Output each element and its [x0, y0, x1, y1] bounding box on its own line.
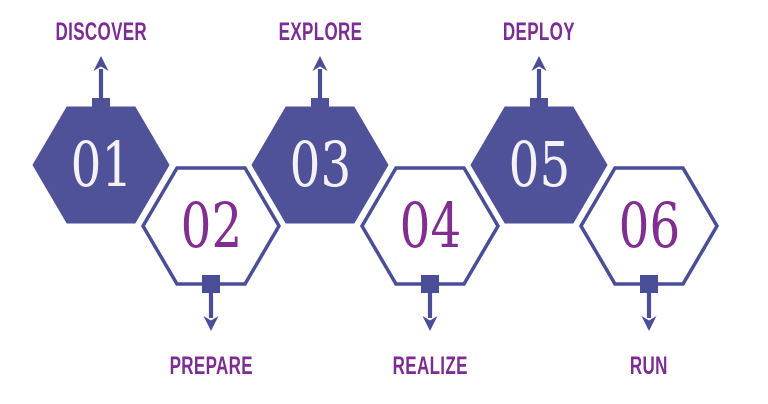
hexagon-outlined-shape: [578, 166, 720, 286]
connector-square: [421, 275, 439, 293]
arrow-down-icon: [203, 292, 219, 331]
step-label-text: RUN: [630, 352, 668, 380]
connector-square: [640, 275, 658, 293]
step-label-prepare: PREPARE: [111, 354, 311, 379]
step-01-hexagon-group: [32, 56, 170, 224]
hexagon-outlined-shape: [359, 166, 501, 286]
step-02-hexagon-group: [135, 161, 287, 331]
step-label-realize: REALIZE: [330, 354, 530, 379]
step-label-text: DISCOVER: [55, 18, 147, 46]
step-label-discover: DISCOVER: [1, 20, 201, 45]
arrow-head: [312, 56, 328, 71]
arrow-head: [641, 316, 657, 331]
step-label-text: REALIZE: [392, 352, 468, 380]
arrow-head: [93, 56, 109, 71]
hexagon-filled-shape: [251, 106, 389, 224]
connector-square: [202, 275, 220, 293]
step-label-text: EXPLORE: [278, 18, 362, 46]
arrow-head: [531, 56, 547, 71]
step-label-text: PREPARE: [169, 352, 253, 380]
step-label-deploy: DEPLOY: [439, 20, 639, 45]
step-03-hexagon-group: [251, 56, 389, 224]
hexagon-filled-shape: [470, 106, 608, 224]
arrow-up-icon: [312, 56, 328, 101]
step-05-hexagon-group: [470, 56, 608, 224]
step-label-text: DEPLOY: [503, 18, 575, 46]
arrow-head: [422, 316, 438, 331]
arrow-down-icon: [422, 292, 438, 331]
step-04-hexagon-group: [354, 161, 506, 331]
arrow-up-icon: [531, 56, 547, 101]
step-06-hexagon-group: [573, 161, 725, 331]
step-label-run: RUN: [549, 354, 749, 379]
arrow-head: [203, 316, 219, 331]
arrow-up-icon: [93, 56, 109, 101]
arrow-down-icon: [641, 292, 657, 331]
hexagon-filled-shape: [32, 106, 170, 224]
step-label-explore: EXPLORE: [220, 20, 420, 45]
hexagon-outlined-shape: [140, 166, 282, 286]
